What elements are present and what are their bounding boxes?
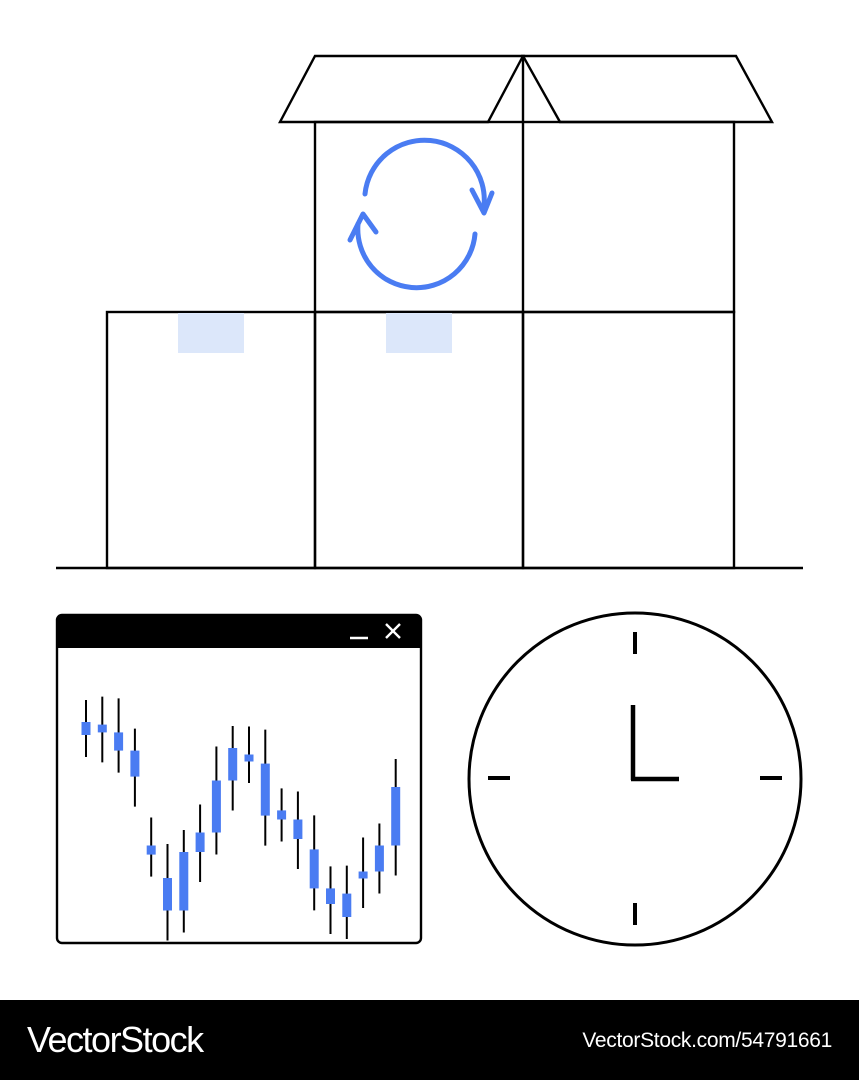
candle-body (211, 780, 221, 833)
packing-tape (178, 313, 244, 353)
candle-body (228, 748, 238, 781)
box-stack (105, 54, 775, 570)
candle-body (326, 888, 335, 904)
box-bottom-right (521, 310, 736, 570)
candle-body (195, 832, 205, 852)
vectorstock-logo: VectorStock (27, 1019, 204, 1060)
open-box-left-flap (278, 54, 525, 124)
open-box (313, 120, 736, 314)
candle-body (163, 878, 172, 911)
candle-body (260, 763, 270, 816)
candle-body (81, 722, 91, 735)
candle-body (146, 845, 156, 855)
chart-window-frame (55, 613, 423, 945)
candle-body (391, 787, 401, 846)
chart-window-titlebar (57, 615, 421, 648)
candle-body (179, 852, 189, 911)
candle-body (97, 724, 107, 733)
candle-body (374, 845, 384, 872)
close-icon[interactable] (385, 623, 401, 639)
candle-body (130, 750, 140, 777)
candle-body (293, 819, 303, 839)
candle-body (244, 754, 254, 762)
image-url: VectorStock.com/54791661 (582, 1029, 832, 1052)
candle-body (309, 849, 319, 889)
candlestick-chart-window (55, 613, 423, 945)
candle-body (358, 871, 368, 879)
candlestick-chart (81, 696, 401, 941)
open-box-right-flap (520, 54, 775, 124)
footer-bar: VectorStock VectorStock.com/54791661 (0, 1000, 859, 1080)
packing-tape (386, 313, 452, 353)
candle-body (342, 893, 352, 917)
clock-face (467, 611, 803, 947)
candle-body (277, 810, 287, 820)
candle-body (114, 732, 124, 751)
illustration (55, 54, 803, 947)
clock-icon (467, 611, 803, 947)
refresh-cycle-icon (347, 137, 495, 291)
